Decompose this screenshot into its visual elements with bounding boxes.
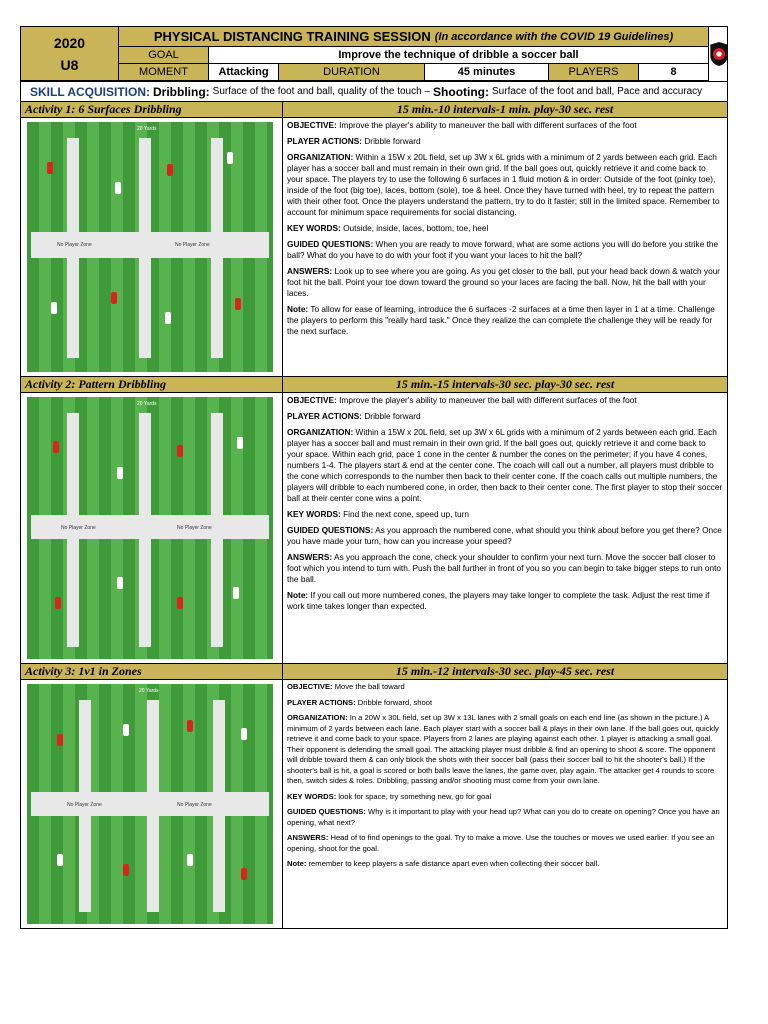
club-logo [709,27,729,81]
player-icon [117,467,123,479]
activity-2-field-diagram: No Player Zone No Player Zone 20 Yards [27,397,273,659]
players-value: 8 [639,64,709,81]
width-label: 20 Yards [137,401,157,407]
guided-questions: As you approach the numbered cone, what … [287,525,722,546]
note: To allow for ease of learning, introduce… [287,304,715,336]
activity-2-timing: 15 min.-15 intervals-30 sec. play-30 sec… [395,377,615,391]
activity-2-diagram-cell: No Player Zone No Player Zone 20 Yards [21,393,283,663]
answers: As you approach the cone, check your sho… [287,552,722,584]
activity-2: No Player Zone No Player Zone 20 Yards O… [20,393,728,664]
objective: Improve the player's ability to maneuver… [339,120,637,130]
key-words: Find the next cone, speed up, turn [343,509,470,519]
player-icon [53,441,59,453]
player-icon [241,868,247,880]
width-label: 20 Yards [139,688,159,694]
session-title: PHYSICAL DISTANCING TRAINING SESSION(In … [119,27,709,47]
organization: In a 20W x 30L field, set up 3W x 13L la… [287,713,719,785]
key-words: look for space, try something new, go fo… [338,791,492,801]
player-icon [115,182,121,194]
dribbling-label: Dribbling: [153,84,210,99]
player-icon [47,162,53,174]
year-age-cell: 2020 U8 [21,27,119,81]
activity-3-diagram-cell: No Player Zone No Player Zone 20 Yards [21,680,283,928]
activity-3-timing: 15 min.-12 intervals-30 sec. play-45 sec… [395,664,615,678]
year: 2020 [53,34,86,51]
player-icon [111,292,117,304]
shooting-text: Surface of the foot and ball, Pace and a… [492,86,703,97]
activity-2-header: Activity 2: Pattern Dribbling 15 min.-15… [20,377,728,393]
goal-label: GOAL [119,47,209,64]
player-icon [51,302,57,314]
moment-label: MOMENT [119,64,209,81]
age-group: U8 [60,56,79,73]
activity-1-field-diagram: No Player Zone No Player Zone 20 Yards [27,122,273,372]
player-icon [57,734,63,746]
session-sheet: 2020 U8 PHYSICAL DISTANCING TRAINING SES… [20,26,728,929]
objective: Move the ball toward [334,682,405,691]
activity-3-text: OBJECTIVE: Move the ball toward PLAYER A… [287,682,720,868]
title-note: (In accordance with the COVID 19 Guideli… [434,30,674,43]
note: If you call out more numbered cones, the… [287,590,710,611]
activity-2-title: Activity 2: Pattern Dribbling [21,377,283,392]
organization: Within a 15W x 20L field, set up 3W x 6L… [287,152,720,217]
activity-1: No Player Zone No Player Zone 20 Yards O… [20,118,728,377]
activity-3: No Player Zone No Player Zone 20 Yards O… [20,680,728,929]
player-icon [233,587,239,599]
duration-label: DURATION [279,64,425,81]
no-player-zone-label: No Player Zone [67,802,102,808]
activity-3-title: Activity 3: 1v1 in Zones [21,664,283,679]
player-icon [123,864,129,876]
organization: Within a 15W x 20L field, set up 3W x 6L… [287,427,723,503]
player-icon [187,720,193,732]
players-label: PLAYERS [549,64,639,81]
dribbling-text: Surface of the foot and ball, quality of… [212,86,431,97]
shield-icon [710,42,728,66]
player-actions: Dribble forward [364,411,421,421]
player-icon [241,728,247,740]
activity-1-title: Activity 1: 6 Surfaces Dribbling [21,102,283,117]
width-label: 20 Yards [137,126,157,132]
activity-1-text: OBJECTIVE: Improve the player's ability … [287,120,721,336]
player-icon [123,724,129,736]
answers: Head of to find openings to the goal. Tr… [287,833,715,853]
activity-1-diagram-cell: No Player Zone No Player Zone 20 Yards [21,118,283,376]
activity-1-timing: 15 min.-10 intervals-1 min. play-30 sec.… [396,102,614,116]
skill-acquisition-row: SKILL ACQUISITION: Dribbling: Surface of… [20,82,728,102]
player-icon [167,164,173,176]
activity-1-header: Activity 1: 6 Surfaces Dribbling 15 min.… [20,102,728,118]
answers: Look up to see where you are going. As y… [287,266,721,298]
player-icon [177,445,183,457]
note: remember to keep players a safe distance… [308,859,600,868]
skill-heading: SKILL ACQUISITION: [30,84,150,99]
player-icon [55,597,61,609]
player-icon [235,298,241,310]
duration-value: 45 minutes [425,64,549,81]
no-player-zone-label: No Player Zone [177,525,212,531]
player-icon [117,577,123,589]
no-player-zone-label: No Player Zone [175,242,210,248]
no-player-zone-label: No Player Zone [177,802,212,808]
no-player-zone-label: No Player Zone [57,242,92,248]
goal-value: Improve the technique of dribble a socce… [209,47,709,64]
player-icon [57,854,63,866]
guided-questions: Why is it important to play with your he… [287,807,720,827]
no-player-zone-label: No Player Zone [61,525,96,531]
guided-questions: When you are ready to move forward, what… [287,239,719,260]
player-icon [177,597,183,609]
activity-3-header: Activity 3: 1v1 in Zones 15 min.-12 inte… [20,664,728,680]
activity-3-field-diagram: No Player Zone No Player Zone 20 Yards [27,684,273,924]
objective: Improve the player's ability to maneuver… [339,395,637,405]
player-icon [227,152,233,164]
player-actions: Dribble forward, shoot [357,697,433,707]
key-words: Outside, inside, laces, bottom, toe, hee… [343,223,489,233]
activity-2-text: OBJECTIVE: Improve the player's ability … [287,395,723,611]
shooting-label: Shooting: [433,84,490,99]
player-actions: Dribble forward [364,136,421,146]
moment-value: Attacking [209,64,279,81]
player-icon [237,437,243,449]
player-icon [187,854,193,866]
header-table: 2020 U8 PHYSICAL DISTANCING TRAINING SES… [20,26,728,82]
player-icon [165,312,171,324]
